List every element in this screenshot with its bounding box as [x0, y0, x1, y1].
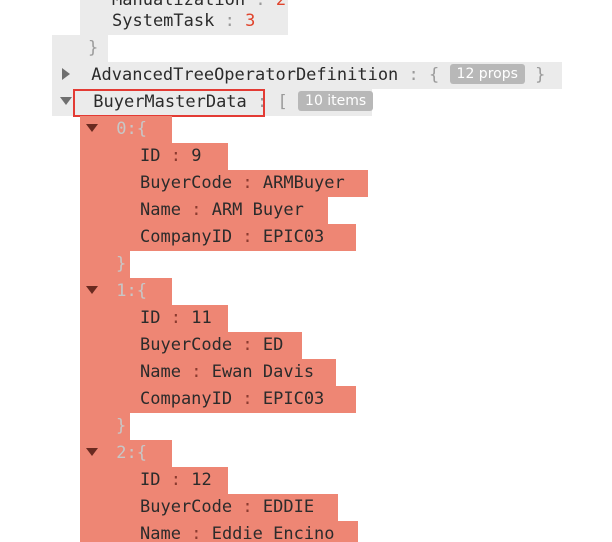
field-value: Eddie Encino [211, 524, 335, 542]
colon: : [257, 92, 268, 112]
field-row: BuyerCode : ED [80, 332, 302, 359]
selection-outline [73, 89, 265, 117]
colon: : [255, 0, 266, 10]
colon: : [242, 497, 253, 517]
open-bracket: [ [277, 92, 288, 112]
close-brace: } [116, 254, 127, 274]
array-item-close: } [80, 251, 130, 278]
close-brace: } [88, 38, 99, 58]
colon: : [408, 65, 419, 85]
key-manualization: Manualization [112, 0, 246, 10]
field-key: CompanyID [140, 227, 233, 247]
tree-row-advanced-tree-operator-definition[interactable]: AdvancedTreeOperatorDefinition : { 12 pr… [52, 62, 562, 89]
field-value: EPIC03 [262, 389, 325, 409]
field-key: Name [140, 200, 181, 220]
array-item-close: } [80, 413, 130, 440]
field-row: Name : ARM Buyer [80, 197, 328, 224]
field-value: ARMBuyer [262, 173, 345, 193]
open-brace: { [136, 443, 147, 463]
colon: : [126, 119, 137, 139]
key-buyer-master-data: BuyerMasterData [93, 92, 247, 112]
colon: : [170, 146, 181, 166]
key-advanced-tree-operator-definition: AdvancedTreeOperatorDefinition [91, 65, 399, 85]
colon: : [242, 173, 253, 193]
open-brace: { [136, 119, 147, 139]
key-systemtask: SystemTask [112, 11, 215, 31]
field-key: Name [140, 362, 181, 382]
field-row: Name : Eddie Encino [80, 521, 358, 542]
triangle-down-icon[interactable] [86, 286, 98, 294]
field-row: CompanyID : EPIC03 [80, 386, 356, 413]
items-count-badge: 10 items [298, 91, 374, 111]
field-value: EDDIE [262, 497, 315, 517]
colon: : [126, 443, 137, 463]
array-item-header[interactable]: 2:{ [80, 440, 172, 467]
tree-row-close-brace: } [52, 35, 108, 62]
field-value: ED [262, 335, 284, 355]
field-row: BuyerCode : ARMBuyer [80, 170, 368, 197]
colon: : [224, 11, 235, 31]
triangle-down-icon[interactable] [86, 448, 98, 456]
colon: : [242, 227, 253, 247]
tree-row-buyer-master-data[interactable]: BuyerMasterData : [ 10 items [52, 89, 374, 116]
field-row: BuyerCode : EDDIE [80, 494, 338, 521]
triangle-down-icon[interactable] [60, 97, 72, 105]
colon: : [242, 335, 253, 355]
field-key: BuyerCode [140, 173, 233, 193]
close-brace: } [535, 65, 546, 85]
value-manualization: 2 [275, 0, 287, 10]
field-value: ARM Buyer [211, 200, 304, 220]
field-value: EPIC03 [262, 227, 325, 247]
props-count-badge: 12 props [449, 64, 525, 84]
tree-row-systemtask: SystemTask : 3 [80, 8, 288, 35]
array-item-header[interactable]: 0:{ [80, 116, 172, 143]
array-item-header[interactable]: 1:{ [80, 278, 172, 305]
field-value: 9 [191, 146, 202, 166]
array-index: 0 [116, 119, 127, 139]
field-value: 12 [191, 470, 212, 490]
field-row: ID : 9 [80, 143, 228, 170]
colon: : [191, 524, 202, 542]
field-key: ID [140, 146, 161, 166]
colon: : [191, 200, 202, 220]
colon: : [242, 389, 253, 409]
field-key: BuyerCode [140, 335, 233, 355]
open-brace: { [136, 281, 147, 301]
field-value: Ewan Davis [211, 362, 315, 382]
field-value: 11 [191, 308, 212, 328]
close-brace: } [116, 416, 127, 436]
field-row: CompanyID : EPIC03 [80, 224, 356, 251]
field-row: ID : 11 [80, 305, 228, 332]
value-systemtask: 3 [245, 11, 256, 31]
array-index: 2 [116, 443, 127, 463]
field-key: CompanyID [140, 389, 233, 409]
colon: : [170, 470, 181, 490]
colon: : [191, 362, 202, 382]
triangle-down-icon[interactable] [86, 124, 98, 132]
field-key: BuyerCode [140, 497, 233, 517]
triangle-right-icon[interactable] [62, 68, 70, 80]
field-key: Name [140, 524, 181, 542]
colon: : [126, 281, 137, 301]
field-row: Name : Ewan Davis [80, 359, 336, 386]
field-key: ID [140, 308, 161, 328]
colon: : [170, 308, 181, 328]
open-brace: { [429, 65, 440, 85]
field-row: ID : 12 [80, 467, 228, 494]
array-index: 1 [116, 281, 127, 301]
field-key: ID [140, 470, 161, 490]
